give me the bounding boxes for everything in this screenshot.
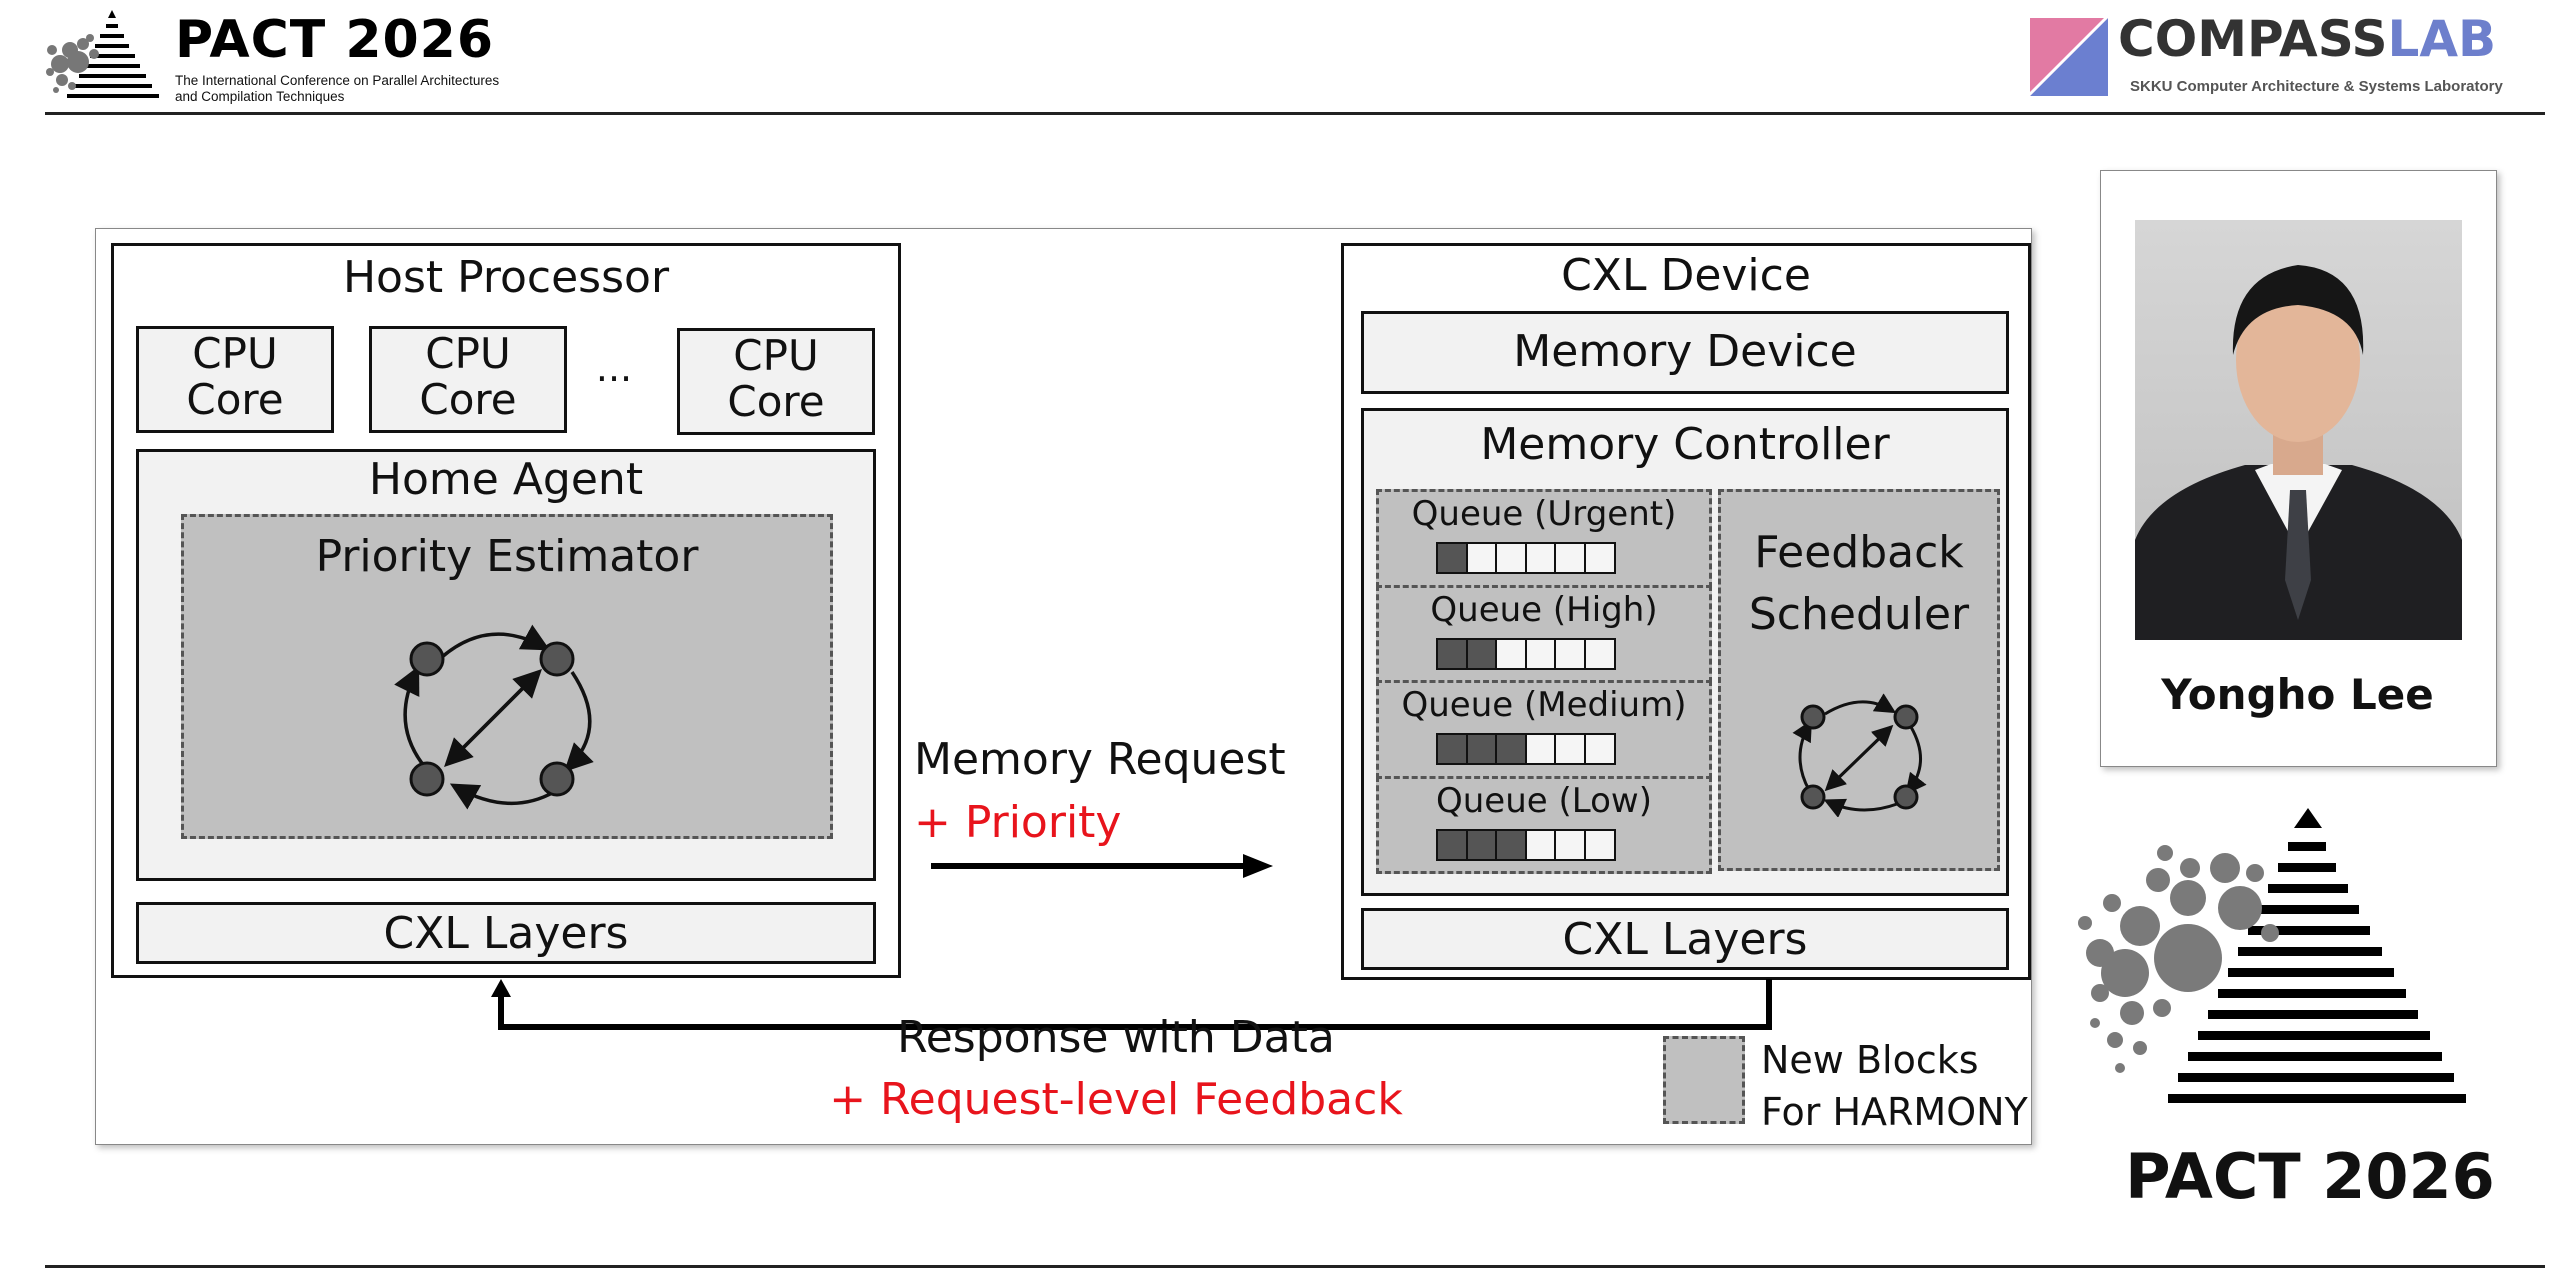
- cpu-core-label-line1: CPU: [733, 331, 819, 380]
- queue-slots: [1436, 637, 1620, 672]
- queue-slot-empty: [1495, 637, 1527, 670]
- lab-name-lab: LAB: [2387, 10, 2497, 68]
- queue-slot-empty: [1583, 542, 1616, 574]
- queue-slot-filled: [1436, 828, 1468, 861]
- lab-subtitle: SKKU Computer Architecture & Systems Lab…: [2130, 78, 2503, 95]
- queue-slot-empty: [1554, 828, 1586, 861]
- feedback-scheduler-graph-icon: [1792, 693, 1927, 817]
- queue-slot-empty: [1583, 637, 1616, 670]
- queue-slots: [1436, 733, 1620, 767]
- feedback-scheduler-block: Feedback Scheduler: [1718, 489, 2000, 871]
- request-arrow-icon: [931, 854, 1273, 878]
- queue-label: Queue (High): [1430, 589, 1658, 630]
- host-cxl-layers: CXL Layers: [136, 902, 876, 964]
- conference-title: PACT 2026: [175, 10, 495, 70]
- queue-slot-empty: [1524, 733, 1557, 765]
- device-cxl-layers-label: CXL Layers: [1562, 914, 1808, 965]
- memory-controller-box: Memory Controller Queue (Urgent) Queue (H…: [1361, 408, 2009, 896]
- queue-row: Queue (Urgent): [1376, 489, 1712, 588]
- host-processor-title: Host Processor: [342, 252, 670, 303]
- priority-estimator-graph-icon: [394, 624, 594, 810]
- priority-estimator-block: Priority Estimator: [181, 514, 833, 839]
- cpu-core-label-line2: Core: [727, 377, 825, 426]
- header-divider: [45, 112, 2545, 115]
- home-agent-box: Home Agent Priority Estimator: [136, 449, 876, 881]
- footer-divider: [45, 1265, 2545, 1268]
- queue-slot-empty: [1524, 637, 1557, 670]
- queue-slot-empty: [1554, 733, 1586, 765]
- memory-request-label: Memory Request: [914, 734, 1286, 785]
- cpu-core-3: CPU Core: [677, 328, 875, 435]
- queue-slots: [1436, 828, 1620, 863]
- cpu-core-label-line2: Core: [419, 375, 517, 424]
- presenter-name: Yongho Lee: [2161, 670, 2434, 719]
- response-with-data-label: Response with Data: [897, 1012, 1335, 1063]
- device-cxl-layers: CXL Layers: [1361, 908, 2009, 970]
- memory-device-label: Memory Device: [1513, 326, 1857, 377]
- queue-row: Queue (Low): [1376, 775, 1712, 874]
- compasslab-logo-icon: [2030, 18, 2108, 96]
- queue-slot-empty: [1583, 828, 1616, 861]
- cpu-ellipsis: ...: [595, 346, 633, 390]
- queue-slot-filled: [1495, 733, 1527, 765]
- queue-row: Queue (High): [1376, 584, 1712, 683]
- queue-slot-empty: [1524, 542, 1557, 574]
- legend-line1: New Blocks: [1761, 1038, 1979, 1082]
- queue-label: Queue (Medium): [1401, 685, 1687, 725]
- architecture-diagram: Host Processor CPU Core CPU Core ... CPU…: [95, 228, 2032, 1145]
- queue-slot-empty: [1583, 733, 1616, 765]
- queue-label: Queue (Urgent): [1411, 494, 1677, 534]
- queue-slot-empty: [1524, 828, 1557, 861]
- queue-slot-filled: [1495, 828, 1527, 861]
- queue-slot-empty: [1495, 542, 1527, 574]
- conference-subtitle: The International Conference on Parallel…: [175, 73, 499, 105]
- queue-slot-empty: [1554, 637, 1586, 670]
- conference-subtitle-line2: and Compilation Techniques: [175, 89, 345, 104]
- request-level-feedback-label: + Request-level Feedback: [829, 1074, 1403, 1125]
- host-cxl-layers-label: CXL Layers: [383, 908, 629, 959]
- cpu-core-2: CPU Core: [369, 326, 567, 433]
- cxl-device-title: CXL Device: [1561, 250, 1811, 301]
- lab-name-compass: COMPASS: [2118, 10, 2388, 68]
- legend-swatch: [1663, 1036, 1745, 1124]
- presenter-photo: [2135, 220, 2462, 640]
- memory-controller-title: Memory Controller: [1480, 419, 1890, 470]
- queue-slot-empty: [1465, 542, 1498, 574]
- host-processor-box: Host Processor CPU Core CPU Core ... CPU…: [111, 243, 901, 978]
- pact-large-logo: [2078, 808, 2466, 1103]
- response-arrow-icon: [491, 979, 1772, 1030]
- cpu-core-label-line2: Core: [186, 375, 284, 424]
- queue-slot-filled: [1436, 733, 1468, 765]
- legend-line2: For HARMONY: [1761, 1090, 2028, 1134]
- cpu-core-1: CPU Core: [136, 326, 334, 433]
- feedback-scheduler-line2: Scheduler: [1748, 589, 1970, 640]
- queue-label: Queue (Low): [1436, 780, 1652, 821]
- queue-slot-empty: [1554, 542, 1586, 574]
- priority-estimator-title: Priority Estimator: [315, 531, 699, 582]
- queue-slot-filled: [1436, 637, 1468, 670]
- home-agent-title: Home Agent: [368, 454, 644, 505]
- lab-name: COMPASSLAB: [2118, 10, 2496, 68]
- person-portrait-icon: [2135, 265, 2462, 640]
- cpu-core-label-line1: CPU: [192, 329, 278, 378]
- priority-queues: Queue (Urgent) Queue (High) Queue (Medium)…: [1376, 489, 1712, 874]
- legend-text: New Blocks For HARMONY: [1761, 1034, 2028, 1138]
- queue-slot-filled: [1465, 828, 1498, 861]
- queue-row: Queue (Medium): [1376, 680, 1712, 779]
- queue-slot-filled: [1436, 542, 1468, 574]
- queue-slot-filled: [1465, 733, 1498, 765]
- cpu-core-label-line1: CPU: [425, 329, 511, 378]
- queue-slot-filled: [1465, 637, 1498, 670]
- priority-label: + Priority: [914, 797, 1122, 848]
- queue-slots: [1436, 542, 1620, 576]
- pact-large-title: PACT 2026: [2125, 1140, 2495, 1213]
- memory-device-box: Memory Device: [1361, 311, 2009, 394]
- pact-header-logo: [46, 8, 170, 104]
- conference-subtitle-line1: The International Conference on Parallel…: [175, 73, 500, 88]
- feedback-scheduler-line1: Feedback: [1754, 527, 1964, 578]
- cxl-device-box: CXL Device Memory Device Memory Controll…: [1341, 243, 2031, 980]
